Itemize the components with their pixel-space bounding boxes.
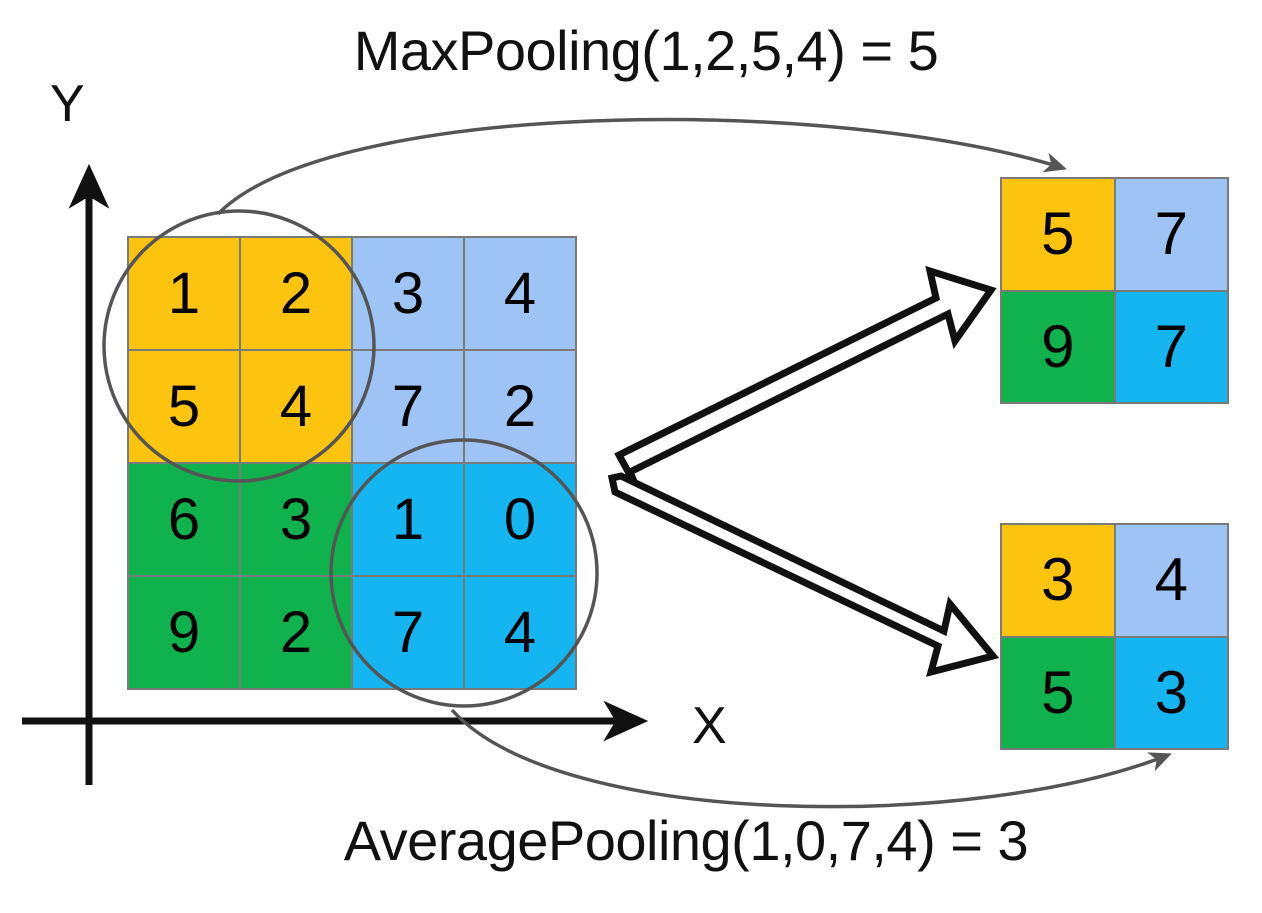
block-arrow-to-max-pooling (614, 265, 997, 488)
input-matrix-cell: 1 (353, 464, 463, 575)
block-arrow-to-average-pooling (607, 472, 1000, 677)
max-pooling-output-cell: 9 (1002, 291, 1114, 402)
input-matrix-cell: 1 (129, 238, 239, 349)
input-matrix-cell: 3 (241, 464, 351, 575)
average-pooling-output-cell: 5 (1002, 637, 1114, 748)
y-axis-label: Y (50, 75, 85, 133)
input-matrix-cell: 6 (129, 464, 239, 575)
input-matrix-cell: 0 (465, 464, 575, 575)
input-matrix-cell: 3 (353, 238, 463, 349)
input-matrix-cell: 7 (353, 351, 463, 462)
max-pooling-curve-arrow (216, 117, 1067, 216)
input-matrix-cell: 4 (465, 577, 575, 688)
max-pooling-caption: MaxPooling(1,2,5,4) = 5 (353, 19, 939, 82)
input-matrix-cell: 2 (465, 351, 575, 462)
average-pooling-output-cell: 3 (1002, 525, 1114, 636)
max-pooling-output-cell: 7 (1115, 179, 1227, 290)
x-axis-label: X (692, 697, 727, 755)
input-matrix-cell: 2 (241, 238, 351, 349)
average-pooling-output-cell: 4 (1115, 525, 1227, 636)
input-matrix-cell: 4 (241, 351, 351, 462)
average-pooling-caption: AveragePooling(1,0,7,4) = 3 (343, 809, 1029, 872)
input-matrix-cell: 5 (129, 351, 239, 462)
input-matrix-cell: 4 (465, 238, 575, 349)
max-pooling-output-cell: 5 (1002, 179, 1114, 290)
average-pooling-output-cell: 3 (1115, 637, 1227, 748)
input-matrix-cell: 2 (241, 577, 351, 688)
input-matrix-cell: 7 (353, 577, 463, 688)
max-pooling-output-cell: 7 (1115, 291, 1227, 402)
input-matrix-cell: 9 (129, 577, 239, 688)
